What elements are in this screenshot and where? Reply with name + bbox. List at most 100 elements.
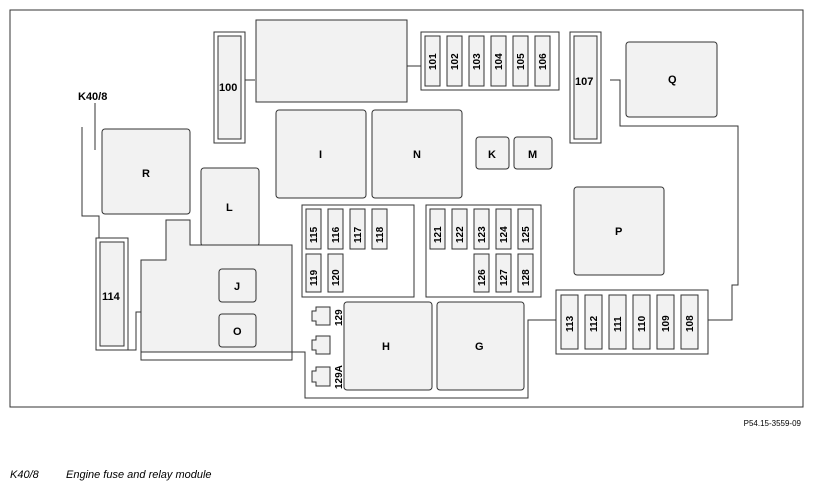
fuse-108 <box>680 294 699 350</box>
fuse-107-label: 107 <box>575 76 593 88</box>
relay-o <box>218 313 257 348</box>
fuse-100-label: 100 <box>219 82 237 94</box>
fuse-label: 109 <box>661 315 672 332</box>
relay-h-label: H <box>382 341 390 353</box>
connector-top <box>245 65 421 81</box>
mid-fuse-block-fuses: 121 122 123 124 125 126 127 128 <box>429 208 534 293</box>
fuse-122 <box>451 208 468 250</box>
fuse-mid-connector <box>311 335 331 355</box>
fuse-label: 115 <box>309 226 320 243</box>
fuse-123 <box>473 208 490 250</box>
fuse-103 <box>468 35 485 87</box>
fuse-128 <box>517 253 534 293</box>
fuse-label: 121 <box>433 226 444 243</box>
fuse-120 <box>327 253 344 293</box>
module-outline <box>81 127 100 238</box>
fuse-label: 104 <box>494 53 505 70</box>
fuse-105 <box>512 35 529 87</box>
relay-k <box>475 136 510 170</box>
fuse-label: 108 <box>685 315 696 332</box>
relay-k-label: K <box>488 149 496 161</box>
fuse-label: 125 <box>521 226 532 243</box>
fuse-label: 101 <box>428 53 439 70</box>
fuse-label: 103 <box>472 53 483 70</box>
fuse-label: 126 <box>477 269 488 286</box>
diagram-border <box>9 9 804 408</box>
legend-code: K40/8 <box>10 469 39 481</box>
legend-description: Engine fuse and relay module <box>66 469 212 481</box>
fuse-label: 110 <box>637 315 648 332</box>
fuse-label: 119 <box>309 269 320 286</box>
relay-q <box>625 41 718 118</box>
relay-o-label: O <box>233 326 242 338</box>
top-block <box>255 19 408 103</box>
fuse-label: 122 <box>455 226 466 243</box>
fuse-126 <box>473 253 490 293</box>
fuse-label: 124 <box>499 226 510 243</box>
reference-code: P54.15-3559-09 <box>743 419 801 428</box>
fuse-112 <box>584 294 603 350</box>
relay-i-label: I <box>319 149 322 161</box>
relay-p-label: P <box>615 226 622 238</box>
fuse-121 <box>429 208 446 250</box>
fuse-label: 106 <box>538 53 549 70</box>
fuse-129-connector <box>311 306 331 326</box>
fuse-107 <box>573 35 598 140</box>
fuse-label: 105 <box>516 53 527 70</box>
relay-j <box>218 268 257 303</box>
fuse-100 <box>217 35 242 140</box>
fuse-label: 111 <box>613 316 624 332</box>
fuse-114-label: 114 <box>102 291 121 303</box>
fuse-label: 102 <box>450 53 461 70</box>
fuse-111 <box>608 294 627 350</box>
module-outline-right <box>610 79 739 321</box>
fuse-label: 117 <box>353 226 364 243</box>
relay-l-label: L <box>226 202 233 214</box>
fuse-116 <box>327 208 344 250</box>
relay-j-label: J <box>234 281 240 293</box>
fuse-label: 128 <box>521 269 532 286</box>
left-fuse-block-fuses: 115 116 117 118 119 120 <box>305 208 388 293</box>
relay-g <box>436 301 525 391</box>
relay-n <box>371 109 463 199</box>
fuse-101 <box>424 35 441 87</box>
fuse-129a-connector <box>311 366 331 387</box>
relay-i <box>275 109 367 199</box>
relay-m-label: M <box>528 149 537 161</box>
fuse-125 <box>517 208 534 250</box>
right-fuse-row: 113 112 111 110 109 108 <box>560 294 699 350</box>
fuse-102 <box>446 35 463 87</box>
relay-h <box>343 301 433 391</box>
fuse-label: 127 <box>499 269 510 286</box>
fuse-114 <box>99 241 125 347</box>
relay-p <box>573 186 665 276</box>
relay-r-label: R <box>142 168 150 180</box>
fuse-129-label: 129 <box>334 309 345 326</box>
relay-g-label: G <box>475 341 484 353</box>
legend: K40/8 Engine fuse and relay module <box>10 469 212 481</box>
fuse-124 <box>495 208 512 250</box>
fuse-129a-label: 129A <box>334 365 345 389</box>
fuse-127 <box>495 253 512 293</box>
relay-q-label: Q <box>668 74 677 86</box>
fuse-113 <box>560 294 579 350</box>
fuse-115 <box>305 208 322 250</box>
fuse-119 <box>305 253 322 293</box>
fuse-label: 116 <box>331 226 342 243</box>
module-label: K40/8 <box>78 91 107 103</box>
relay-r <box>101 128 191 215</box>
fuse-label: 113 <box>565 315 576 332</box>
fuse-106 <box>534 35 551 87</box>
fuse-109 <box>656 294 675 350</box>
fuse-110 <box>632 294 651 350</box>
module-outline-bottom <box>128 311 556 399</box>
fuse-label: 112 <box>589 315 600 332</box>
fuse-117 <box>349 208 366 250</box>
relay-m <box>513 136 553 170</box>
fuse-label: 118 <box>375 226 386 243</box>
top-fuse-row: 101 102 103 104 105 106 <box>424 35 551 87</box>
fuse-label: 120 <box>331 269 342 286</box>
fuse-104 <box>490 35 507 87</box>
relay-n-label: N <box>413 149 421 161</box>
